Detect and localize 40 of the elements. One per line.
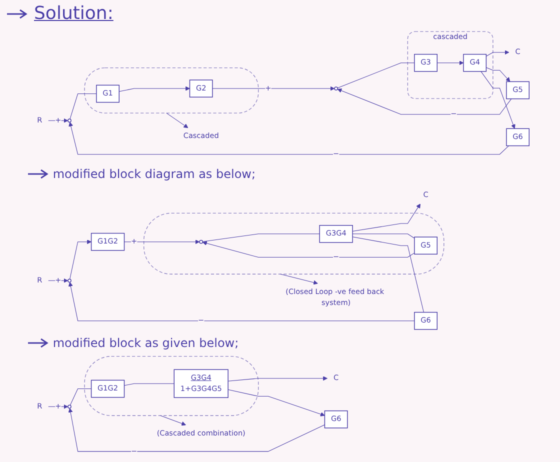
arrow: [352, 204, 421, 232]
arrow: [68, 282, 415, 322]
arrow: [280, 274, 318, 285]
node-circle: [334, 86, 338, 90]
arrow: [486, 50, 510, 57]
connector: [202, 234, 320, 242]
node-circle: [199, 240, 204, 244]
arrow: [124, 240, 200, 244]
connector: [124, 383, 174, 386]
arrow: [202, 241, 415, 258]
connector: [70, 388, 92, 406]
arrow: [70, 240, 92, 280]
arrow: [228, 376, 328, 382]
connector: [337, 62, 415, 88]
arrow: [48, 118, 68, 123]
arrow: [68, 408, 325, 452]
arrow: [480, 71, 516, 129]
arrow: [486, 67, 510, 82]
connector: [70, 93, 97, 120]
arrow: [228, 389, 325, 416]
connector: [352, 236, 424, 313]
cluster: [84, 67, 259, 114]
node-circle: [68, 278, 72, 283]
cluster: [84, 356, 259, 416]
section-heading: modified block diagram as below;: [52, 166, 256, 181]
arrow: [212, 86, 335, 91]
connector: [352, 234, 415, 239]
arrow: [337, 88, 512, 115]
cluster: [144, 212, 444, 274]
title: Solution:: [34, 3, 114, 24]
arrow: [118, 86, 190, 92]
node-circle: [68, 118, 72, 123]
section-heading: modified block as given below;: [52, 336, 239, 350]
arrow: [166, 112, 188, 128]
arrow: [436, 60, 464, 66]
arrow: [68, 122, 509, 155]
arrow: [48, 278, 68, 283]
arrow: [48, 404, 68, 409]
node-circle: [68, 404, 72, 409]
arrow: [160, 415, 186, 426]
